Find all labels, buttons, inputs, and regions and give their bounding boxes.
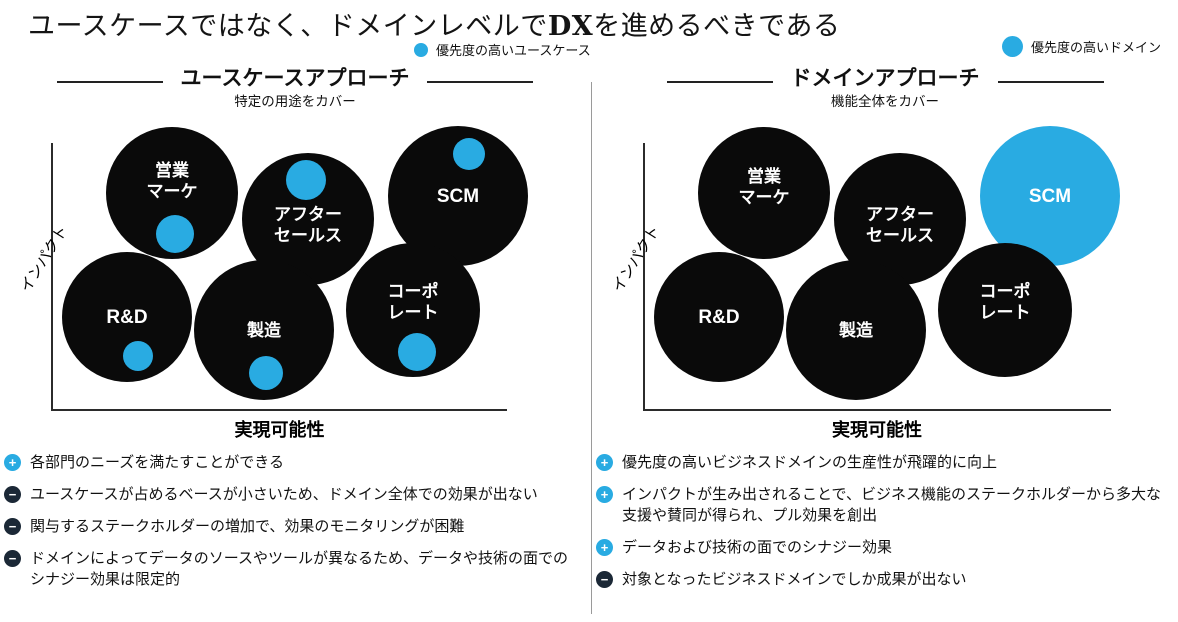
legend-usecase-label: 優先度の高いユースケース (436, 43, 591, 58)
usecase-dot-rnd (123, 341, 153, 371)
priority-domain-dot-icon (1002, 36, 1023, 57)
bullet-item: − 関与するステークホルダーの増加で、効果のモニタリングが困難 (4, 516, 580, 537)
bullet-item: − 対象となったビジネスドメインでしか成果が出ない (596, 569, 1174, 590)
page-title-bold: DX (547, 11, 594, 42)
bullet-item: + 各部門のニーズを満たすことができる (4, 452, 580, 473)
left-panel-header: ユースケースアプローチ (0, 62, 590, 92)
left-bullet-list: + 各部門のニーズを満たすことができる − ユースケースが占めるベースが小さいた… (4, 452, 580, 590)
bubble-label: コーポレート (979, 282, 1031, 322)
minus-icon: − (4, 550, 21, 567)
bubble-label: 営業マーケ (146, 161, 198, 201)
bubble-label: SCM (1028, 185, 1072, 207)
right-bullet-list: + 優先度の高いビジネスドメインの生産性が飛躍的に向上 + インパクトが生み出さ… (596, 452, 1174, 590)
usecase-dot-corporate (398, 333, 436, 371)
bullet-text: 優先度の高いビジネスドメインの生産性が飛躍的に向上 (622, 454, 998, 471)
page-title-post: を進めるべきである (593, 11, 841, 42)
usecase-dot-after-sales (286, 160, 326, 200)
right-panel-title: ドメインアプローチ (790, 67, 980, 90)
right-x-axis-label: 実現可能性 (832, 420, 922, 440)
plus-icon: + (596, 454, 613, 471)
bubble-rnd: R&D (654, 252, 784, 382)
legend-domain-label: 優先度の高いドメイン (1031, 40, 1162, 55)
bullet-item: + データおよび技術の面でのシナジー効果 (596, 537, 1174, 558)
bubble-corporate: コーポレート (938, 243, 1072, 377)
plus-icon: + (4, 454, 21, 471)
minus-icon: − (4, 486, 21, 503)
right-panel-subtitle: 機能全体をカバー (831, 94, 939, 109)
header-line-right (997, 81, 1104, 83)
bubble-after-sales: アフターセールス (242, 153, 374, 285)
bubble-manufacturing: 製造 (786, 260, 926, 400)
right-y-axis (643, 143, 645, 409)
left-x-axis (51, 409, 507, 411)
header-line-left (56, 81, 163, 83)
page-title-pre: ユースケースではなく、ドメインレベルで (28, 11, 548, 42)
bullet-text: ユースケースが占めるベースが小さいため、ドメイン全体での効果が出ない (30, 486, 538, 503)
bullet-item: − ユースケースが占めるベースが小さいため、ドメイン全体での効果が出ない (4, 484, 580, 505)
bubble-label: アフターセールス (866, 205, 934, 245)
left-x-axis-label: 実現可能性 (234, 420, 325, 440)
header-line-left (666, 81, 773, 83)
left-panel-subtitle: 特定の用途をカバー (234, 94, 356, 109)
bubble-label: コーポレート (387, 282, 439, 322)
bullet-item: − ドメインによってデータのソースやツールが異なるため、データや技術の面でのシナ… (4, 548, 580, 590)
usecase-dot-manufacturing (249, 356, 283, 390)
bubble-label: SCM (436, 185, 480, 207)
header-line-right (427, 81, 534, 83)
bubble-label: 製造 (247, 320, 281, 340)
panel-divider (591, 82, 592, 614)
right-panel-header: ドメインアプローチ (592, 62, 1178, 92)
bubble-scm-highlighted: SCM (980, 126, 1120, 266)
bubble-label: 営業マーケ (738, 167, 790, 207)
legend-domain: 優先度の高いドメイン (1002, 36, 1161, 57)
bubble-label: R&D (106, 306, 148, 328)
minus-icon: − (4, 518, 21, 535)
bubble-rnd: R&D (62, 252, 192, 382)
plus-icon: + (596, 486, 613, 503)
right-x-axis (643, 409, 1111, 411)
bubble-label: 製造 (839, 320, 873, 340)
legend-usecase: 優先度の高いユースケース (414, 40, 591, 59)
bullet-text: インパクトが生み出されることで、ビジネス機能のステークホルダーから多大な支援や賛… (622, 486, 1161, 524)
bullet-text: データおよび技術の面でのシナジー効果 (622, 539, 893, 556)
bullet-item: + 優先度の高いビジネスドメインの生産性が飛躍的に向上 (596, 452, 1174, 473)
priority-usecase-dot-icon (414, 42, 428, 57)
bullet-text: 各部門のニーズを満たすことができる (30, 454, 284, 471)
page-title: ユースケースではなく、ドメインレベルでDXを進めるべきである (28, 4, 840, 43)
usecase-dot-sales-marketing (156, 215, 194, 253)
left-y-axis (51, 143, 53, 409)
left-y-axis-label: インパクト (17, 222, 72, 296)
bubble-label: アフターセールス (274, 205, 342, 245)
bullet-text: ドメインによってデータのソースやツールが異なるため、データや技術の面でのシナジー… (30, 550, 569, 588)
minus-icon: − (596, 571, 613, 588)
bullet-item: + インパクトが生み出されることで、ビジネス機能のステークホルダーから多大な支援… (596, 484, 1174, 526)
plus-icon: + (596, 539, 613, 556)
bullet-text: 関与するステークホルダーの増加で、効果のモニタリングが困難 (30, 518, 465, 535)
bubble-sales-marketing: 営業マーケ (698, 127, 830, 259)
bubble-label: R&D (698, 306, 740, 328)
usecase-dot-scm (453, 138, 485, 170)
right-y-axis-label: インパクト (609, 222, 664, 296)
bullet-text: 対象となったビジネスドメインでしか成果が出ない (622, 571, 967, 588)
left-panel-title: ユースケースアプローチ (180, 67, 410, 90)
